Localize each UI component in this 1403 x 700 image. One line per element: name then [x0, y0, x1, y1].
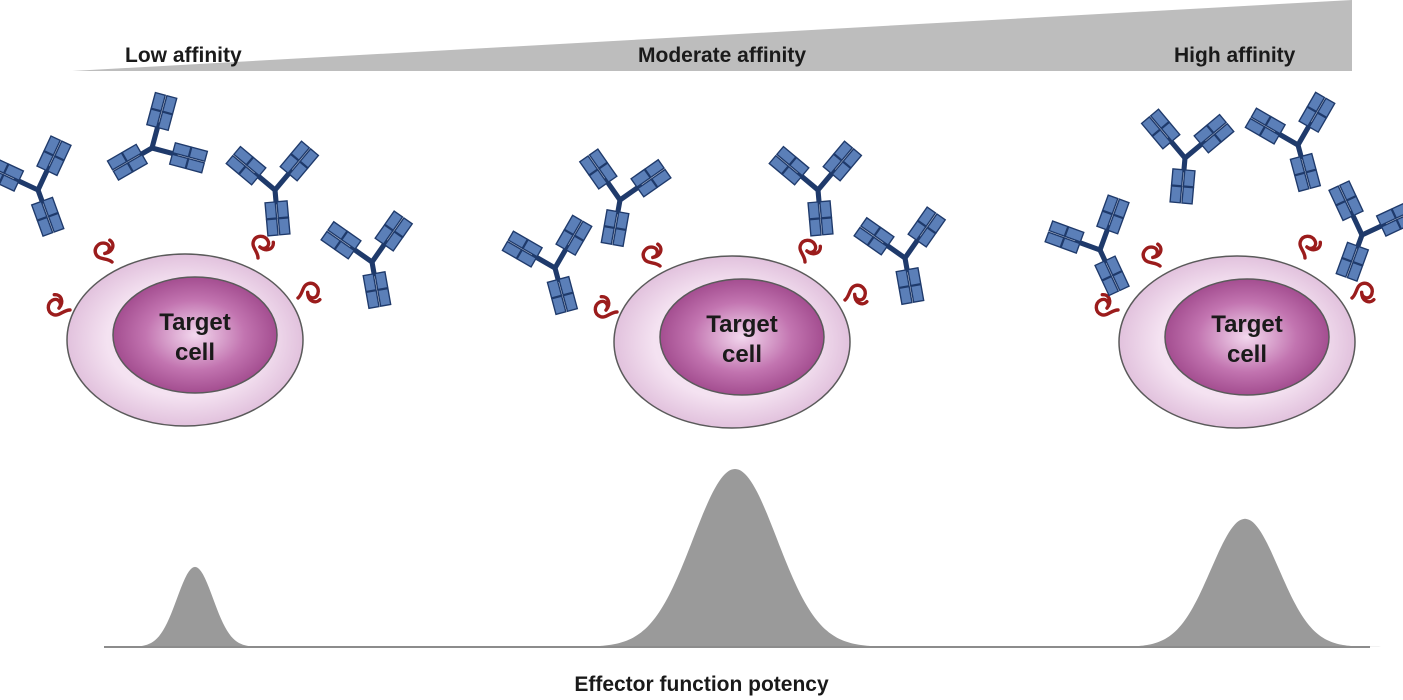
antibody-icon — [318, 208, 425, 314]
axis-label: Effector function potency — [574, 673, 829, 696]
potency-peak — [1109, 518, 1381, 647]
antigen-icon — [246, 232, 277, 264]
antigen-icon — [591, 293, 623, 324]
target-cell-high — [1118, 255, 1356, 429]
antibody-icon — [1135, 108, 1235, 207]
cell-label-line1: Target — [1211, 311, 1283, 338]
antigen-icon — [292, 279, 324, 309]
antigen-icon — [793, 236, 824, 268]
target-cell-low — [66, 253, 304, 427]
antigen-icon — [1346, 279, 1378, 309]
antibody-icon — [1303, 176, 1403, 293]
antibody-icon — [90, 85, 215, 211]
antibody-icon — [851, 204, 958, 310]
antigen-icon — [44, 291, 76, 322]
cell-label-line2: cell — [1226, 341, 1268, 368]
potency-peak — [123, 566, 267, 647]
cell-label-moderate: Target cell — [672, 310, 812, 370]
antigen-icon — [1293, 232, 1324, 264]
antibody-icon — [768, 140, 868, 239]
affinity-gradient-wedge — [72, 0, 1352, 71]
potency-peak — [567, 469, 903, 647]
cell-label-line2: cell — [174, 339, 216, 366]
cell-label-line1: Target — [706, 311, 778, 338]
antigen-icon — [1092, 291, 1124, 322]
potency-peaks — [123, 469, 1381, 647]
antigen-icon — [839, 281, 871, 311]
antigen-icon — [638, 240, 671, 273]
antibody-icon — [1241, 88, 1354, 200]
cell-label-line1: Target — [159, 309, 231, 336]
cell-label-line2: cell — [721, 341, 763, 368]
label-moderate-affinity: Moderate affinity — [638, 44, 807, 67]
antibody-icon — [0, 131, 97, 248]
target-cell-moderate — [613, 255, 851, 429]
antigen-icon — [1138, 240, 1171, 273]
antibody-icon — [225, 140, 325, 239]
cell-label-low: Target cell — [125, 308, 265, 368]
antigen-icon — [90, 236, 123, 269]
label-low-affinity: Low affinity — [125, 44, 242, 67]
cell-label-high: Target cell — [1177, 310, 1317, 370]
label-high-affinity: High affinity — [1174, 44, 1296, 67]
